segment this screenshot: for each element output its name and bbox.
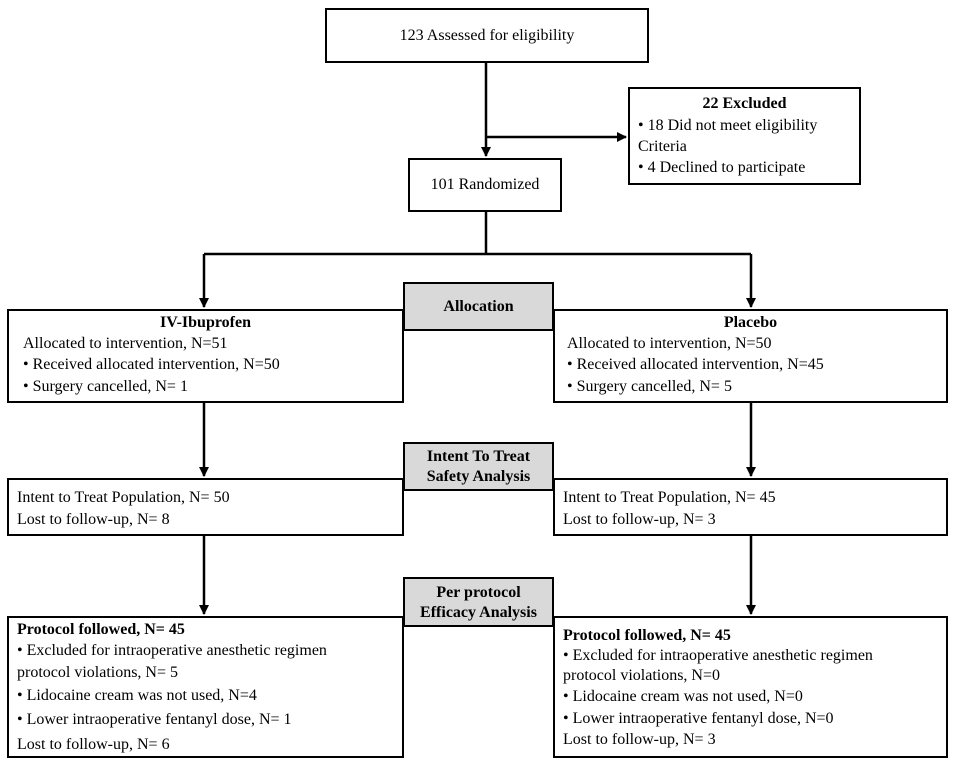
excluded-item: • 18 Did not meet eligibility [638, 117, 818, 134]
placebo-alloc-line: • Received allocated intervention, N=45 [567, 356, 824, 373]
ibuprofen-itt-line: Intent to Treat Population, N= 50 [17, 489, 230, 506]
ibuprofen-pp-line: • Lower intraoperative fentanyl dose, N=… [17, 711, 292, 728]
excluded-item: • 4 Declined to participate [638, 159, 806, 176]
placebo-pp-line: • Lidocaine cream was not used, N=0 [563, 688, 803, 705]
placebo-pp-title: Protocol followed, N= 45 [563, 627, 731, 644]
pp-label-line: Efficacy Analysis [420, 604, 537, 621]
placebo-alloc-line: • Surgery cancelled, N= 5 [567, 378, 732, 395]
assessed-box: 123 Assessed for eligibility [325, 8, 649, 63]
ibuprofen-pp-line: Lost to follow-up, N= 6 [17, 736, 170, 753]
placebo-itt-line: Lost to follow-up, N= 3 [563, 511, 716, 528]
placebo-pp-line: • Excluded for intraoperative anesthetic… [563, 647, 873, 664]
ibuprofen-pp-line: • Lidocaine cream was not used, N=4 [17, 687, 257, 704]
placebo-itt-line: Intent to Treat Population, N= 45 [563, 489, 776, 506]
pp-stage-label: Per protocol Efficacy Analysis [403, 577, 554, 627]
placebo-pp-box: Protocol followed, N= 45 • Excluded for … [553, 616, 948, 758]
placebo-pp-line: • Lower intraoperative fentanyl dose, N=… [563, 710, 834, 727]
placebo-alloc-line: Allocated to intervention, N=50 [567, 335, 772, 352]
ibuprofen-pp-box: Protocol followed, N= 45 • Excluded for … [7, 616, 404, 758]
randomized-text: 101 Randomized [430, 176, 540, 193]
itt-label-line: Intent To Treat [426, 448, 531, 465]
ibuprofen-title: IV-Ibuprofen [160, 314, 251, 331]
placebo-pp-line: protocol violations, N=0 [563, 667, 721, 684]
excluded-title: 22 Excluded [702, 95, 787, 112]
placebo-pp-line: Lost to follow-up, N= 3 [563, 731, 716, 748]
ibuprofen-pp-line: protocol violations, N= 5 [17, 664, 179, 681]
excluded-box: 22 Excluded • 18 Did not meet eligibilit… [628, 87, 861, 185]
itt-label-line: Safety Analysis [426, 468, 531, 485]
ibuprofen-pp-title: Protocol followed, N= 45 [17, 621, 185, 638]
placebo-allocation-box: Placebo Allocated to intervention, N=50 … [553, 309, 948, 403]
itt-stage-label: Intent To Treat Safety Analysis [403, 442, 554, 491]
ibuprofen-itt-box: Intent to Treat Population, N= 50 Lost t… [7, 478, 404, 536]
pp-label-line: Per protocol [436, 584, 521, 601]
ibuprofen-allocation-box: IV-Ibuprofen Allocated to intervention, … [7, 309, 404, 403]
ibuprofen-alloc-line: • Received allocated intervention, N=50 [23, 356, 280, 373]
assessed-text: 123 Assessed for eligibility [399, 27, 575, 44]
randomized-box: 101 Randomized [408, 158, 562, 212]
allocation-label-text: Allocation [443, 298, 514, 315]
excluded-item: Criteria [638, 138, 687, 155]
ibuprofen-pp-line: • Excluded for intraoperative anesthetic… [17, 642, 327, 659]
placebo-itt-box: Intent to Treat Population, N= 45 Lost t… [553, 478, 948, 536]
ibuprofen-alloc-line: • Surgery cancelled, N= 1 [23, 378, 188, 395]
allocation-stage-label: Allocation [403, 282, 554, 331]
placebo-title: Placebo [723, 314, 778, 331]
ibuprofen-alloc-line: Allocated to intervention, N=51 [23, 335, 228, 352]
ibuprofen-itt-line: Lost to follow-up, N= 8 [17, 511, 170, 528]
